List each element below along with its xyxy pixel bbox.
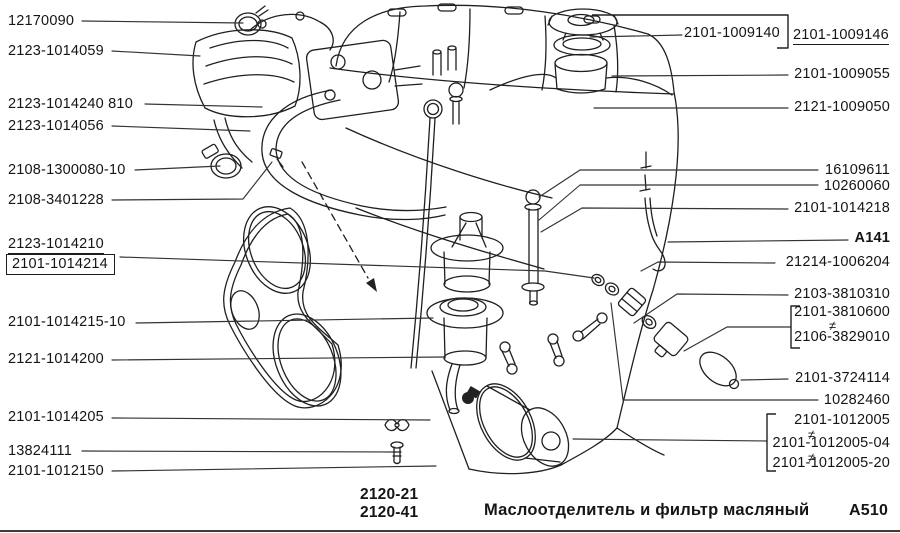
part-label-2108-1300080-10: 2108-1300080-10 xyxy=(8,162,126,178)
part-label-16109611: 16109611 xyxy=(824,162,890,178)
part-label-2121-1009050: 2121-1009050 xyxy=(794,99,890,115)
link-parts xyxy=(499,312,608,375)
part-label-2123-1014059: 2123-1014059 xyxy=(8,43,104,59)
figure-caption: Маслоотделитель и фильтр масляный xyxy=(484,501,810,519)
not-interchangeable-symbol-2: ≠ xyxy=(807,427,815,442)
leader-lines xyxy=(81,20,849,472)
oil-pressure-sensor-assembly xyxy=(591,273,740,390)
part-label-2101-1012005-20: 2101-1012005-20 xyxy=(772,455,890,471)
hose-clamps xyxy=(201,5,284,179)
part-label-2123-1014240-810: 2123-1014240 810 xyxy=(8,96,133,112)
label-brackets xyxy=(592,14,800,472)
intake-manifold xyxy=(329,3,675,125)
part-label-2101-1009146: 2101-1009146 xyxy=(793,27,889,45)
part-label-12170090: 12170090 xyxy=(8,13,75,29)
part-label-2108-3401228: 2108-3401228 xyxy=(8,192,104,208)
model-code-1: 2120-21 xyxy=(360,486,419,503)
part-label-2101-3724114: 2101-3724114 xyxy=(795,370,890,386)
engine-block xyxy=(345,73,679,475)
part-label-13824111: 13824111 xyxy=(8,443,72,459)
oil-separator xyxy=(426,211,504,415)
drive-belt-and-pulleys xyxy=(223,206,342,409)
part-label-2101-1012005: 2101-1012005 xyxy=(794,412,890,428)
oil-filter xyxy=(462,383,570,467)
part-label-21214-1006204: 21214-1006204 xyxy=(785,254,890,270)
bracket-sensor-group xyxy=(790,305,800,349)
part-label-10282460: 10282460 xyxy=(823,392,890,408)
part-label-2106-3829010: 2106-3829010 xyxy=(794,329,890,345)
not-interchangeable-symbol-3: ≠ xyxy=(807,450,815,465)
bottom-frame-line xyxy=(0,530,900,532)
bracket-2101-1009140 xyxy=(592,14,789,49)
bracket-and-bolt xyxy=(384,418,410,465)
part-label-2123-1014210: 2123-1014210 xyxy=(8,236,104,254)
not-interchangeable-symbol-1: ≠ xyxy=(828,318,836,333)
part-label-2121-1014200: 2121-1014200 xyxy=(8,351,104,367)
model-code-2: 2120-41 xyxy=(360,504,419,521)
stud-bolt xyxy=(521,189,545,306)
assembly-direction-arrow xyxy=(301,161,377,292)
part-label-2101-1012005-04: 2101-1012005-04 xyxy=(772,435,890,451)
part-label-2101-1009140: 2101-1009140 xyxy=(684,25,780,41)
oil-dipstick xyxy=(410,99,443,369)
air-intake-and-hoses xyxy=(192,11,447,221)
part-label-2101-1014214: 2101-1014214 xyxy=(6,254,115,275)
clamp-bolt xyxy=(269,148,283,159)
part-label-2101-1012150: 2101-1012150 xyxy=(8,463,104,479)
part-label-2101-1014215-10: 2101-1014215-10 xyxy=(8,314,126,330)
breather-pipe xyxy=(639,151,666,272)
part-label-a141: A141 xyxy=(854,230,890,246)
part-label-2101-1009055: 2101-1009055 xyxy=(794,66,890,82)
part-label-2101-1014205: 2101-1014205 xyxy=(8,409,104,425)
bracket-filter-group xyxy=(766,413,776,472)
oil-filler-cap-assembly xyxy=(547,8,619,94)
part-label-10260060: 10260060 xyxy=(823,178,890,194)
part-label-2101-3810600: 2101-3810600 xyxy=(794,304,890,320)
part-label-2101-1014218: 2101-1014218 xyxy=(794,200,890,216)
part-label-2123-1014056: 2123-1014056 xyxy=(8,118,104,134)
part-label-2103-3810310: 2103-3810310 xyxy=(794,286,890,302)
sheet-code: A510 xyxy=(849,502,889,519)
